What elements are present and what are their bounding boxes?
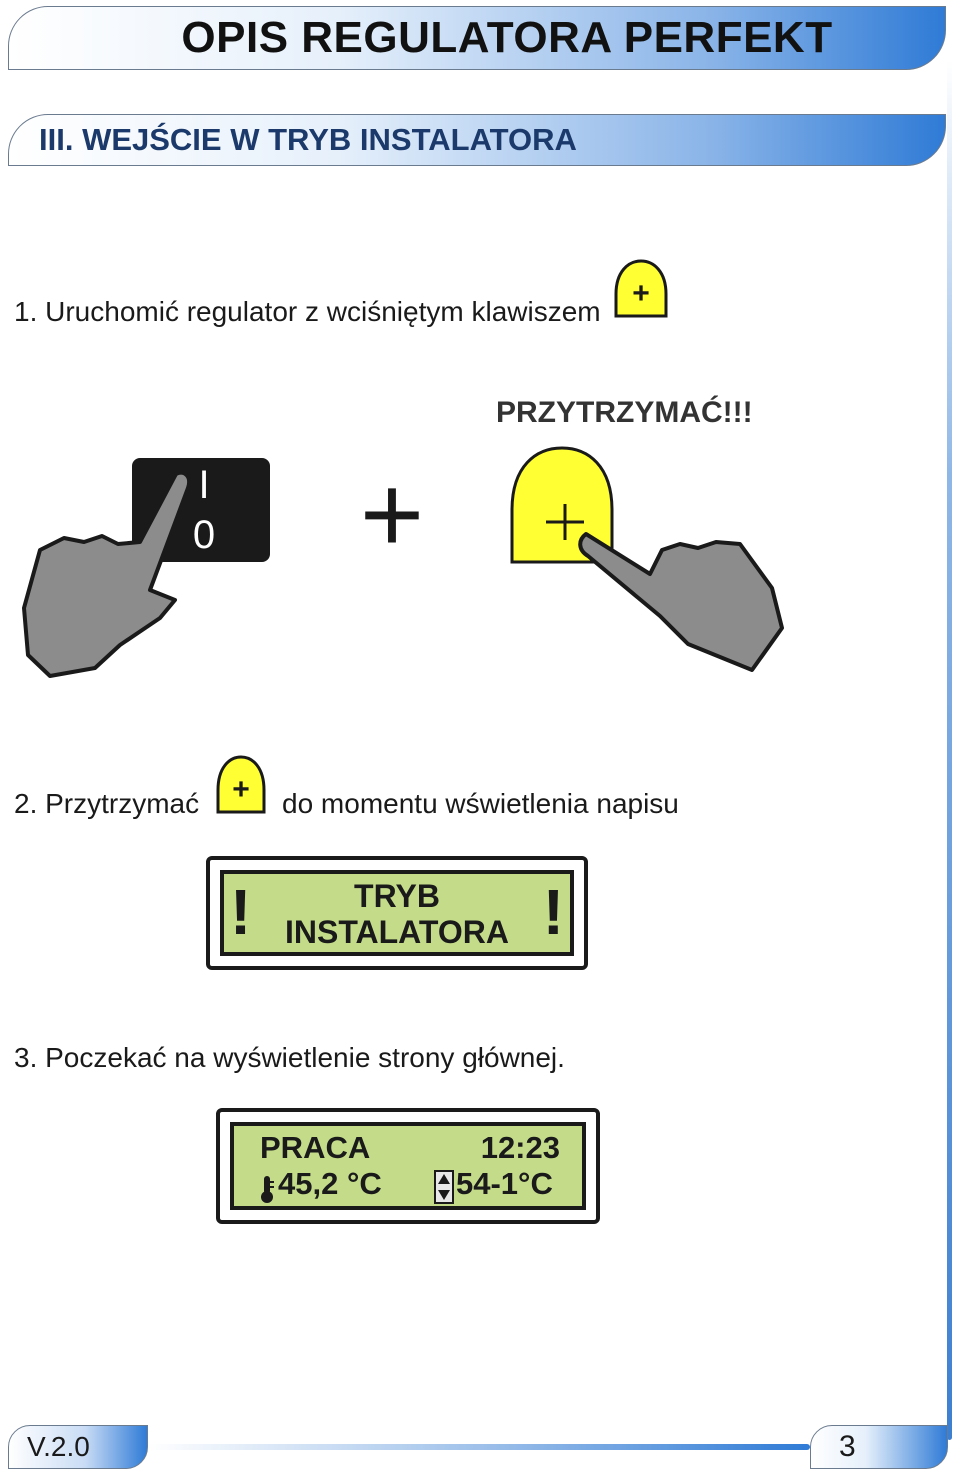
step-2-text-before: 2. Przytrzymać	[14, 788, 200, 819]
lcd-installer-mode: ! TRYB INSTALATORA !	[206, 856, 588, 970]
combine-plus-sign: +	[360, 453, 424, 576]
switch-off-label: 0	[193, 513, 215, 557]
lcd-installer-screen: ! TRYB INSTALATORA !	[220, 870, 574, 956]
plus-key-icon: +	[614, 259, 668, 318]
lcd-temperature: 45,2 °C	[278, 1166, 382, 1201]
lcd-alert-left: !	[230, 876, 252, 948]
title-banner: OPIS REGULATORA PERFEKT	[8, 6, 946, 70]
right-decorative-rule	[947, 60, 952, 1440]
lcd-time: 12:23	[480, 1130, 560, 1165]
version-label: V.2.0	[27, 1431, 90, 1462]
thermometer-icon	[261, 1176, 274, 1203]
footer-version-tab: V.2.0	[8, 1425, 148, 1469]
lcd-line-1: TRYB	[354, 878, 440, 914]
page-title: OPIS REGULATORA PERFEKT	[181, 13, 833, 62]
section-banner: III. WEJŚCIE W TRYB INSTALATORA	[8, 114, 946, 166]
right-hand-icon	[578, 532, 784, 672]
step-2-text-after: do momentu wświetlenia napisu	[282, 788, 679, 819]
plus-key-label: +	[632, 277, 650, 310]
lcd-mode: PRACA	[260, 1130, 371, 1165]
lcd-main-display: PRACA 12:23 45,2 °C 54-1°C	[230, 1122, 586, 1210]
footer-rule	[148, 1444, 810, 1450]
section-title: III. WEJŚCIE W TRYB INSTALATORA	[39, 122, 577, 157]
page-number: 3	[839, 1430, 856, 1463]
lcd-alert-right: !	[542, 876, 564, 948]
lcd-setpoint: 54-1°C	[456, 1166, 553, 1201]
plus-key-label-step2: +	[232, 773, 250, 806]
startup-illustration: I 0 +	[22, 446, 784, 678]
switch-on-label: I	[198, 463, 209, 507]
lcd-main-screen: PRACA 12:23 45,2 °C 54-1°C	[216, 1108, 600, 1224]
plus-key-icon-step2: +	[216, 755, 266, 814]
step-1-text: 1. Uruchomić regulator z wciśniętym klaw…	[14, 296, 601, 327]
updown-arrows-icon	[434, 1170, 454, 1204]
footer-page-tab: 3	[810, 1425, 948, 1469]
left-hand-icon	[22, 470, 191, 678]
lcd-line-2: INSTALATORA	[285, 914, 509, 950]
step-3-text: 3. Poczekać na wyświetlenie strony główn…	[14, 1042, 565, 1073]
hold-label: PRZYTRZYMAĆ!!!	[496, 396, 753, 429]
